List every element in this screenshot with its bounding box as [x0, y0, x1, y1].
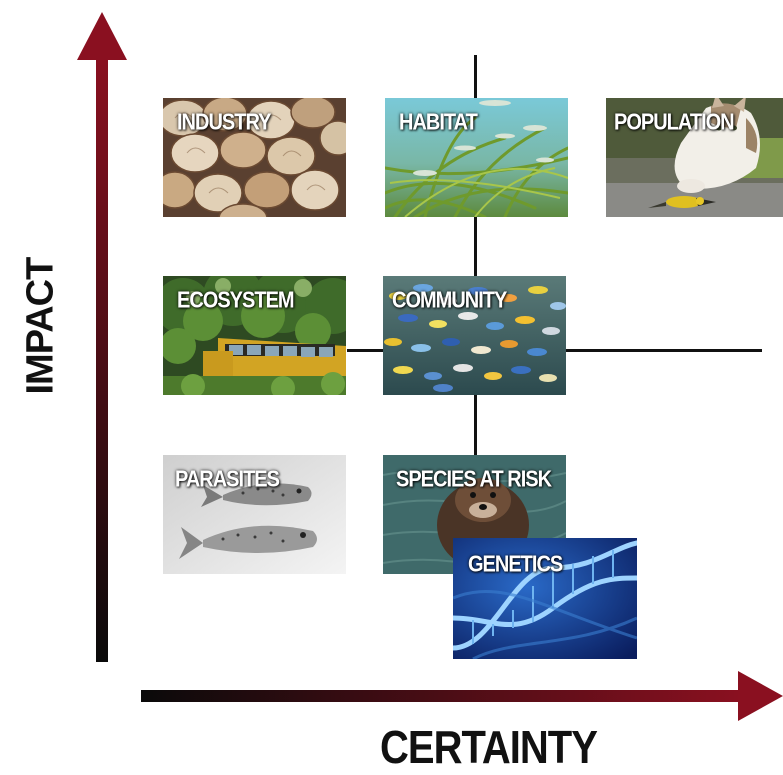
tile-genetics: GENETICS — [453, 538, 637, 659]
tile-population-label: POPULATION — [614, 110, 735, 136]
divider-vertical-mid — [474, 216, 477, 278]
y-axis-arrow — [77, 12, 127, 662]
tile-community-label: COMMUNITY — [392, 288, 507, 314]
divider-vertical-low — [474, 395, 477, 455]
fish-school-image — [383, 276, 566, 395]
tile-ecosystem-label: ECOSYSTEM — [177, 288, 295, 314]
cat-with-bird-image — [606, 98, 783, 217]
seagrass-image — [385, 98, 568, 217]
tile-habitat: HABITAT — [385, 98, 568, 217]
tile-industry-label: INDUSTRY — [177, 110, 271, 136]
tile-parasites-label: PARASITES — [175, 467, 280, 493]
x-axis-arrow — [141, 671, 783, 721]
tile-ecosystem: ECOSYSTEM — [163, 276, 346, 395]
divider-vertical-top — [474, 55, 477, 98]
x-axis-label: CERTAINTY — [380, 722, 598, 774]
tile-industry: INDUSTRY — [163, 98, 346, 217]
tile-species-at-risk-label: SPECIES AT RISK — [396, 467, 552, 493]
grayscale-fish-image — [163, 455, 346, 574]
divider-horizontal-left — [347, 349, 383, 352]
overgrown-bus-image — [163, 276, 346, 395]
y-axis-label: IMPACT — [19, 257, 62, 395]
tile-habitat-label: HABITAT — [399, 110, 478, 136]
tile-community: COMMUNITY — [383, 276, 566, 395]
divider-horizontal-right — [566, 349, 762, 352]
clam-shells-image — [163, 98, 346, 217]
dna-helix-image — [453, 538, 637, 659]
tile-population: POPULATION — [606, 98, 783, 217]
tile-genetics-label: GENETICS — [468, 552, 563, 578]
tile-parasites: PARASITES — [163, 455, 346, 574]
